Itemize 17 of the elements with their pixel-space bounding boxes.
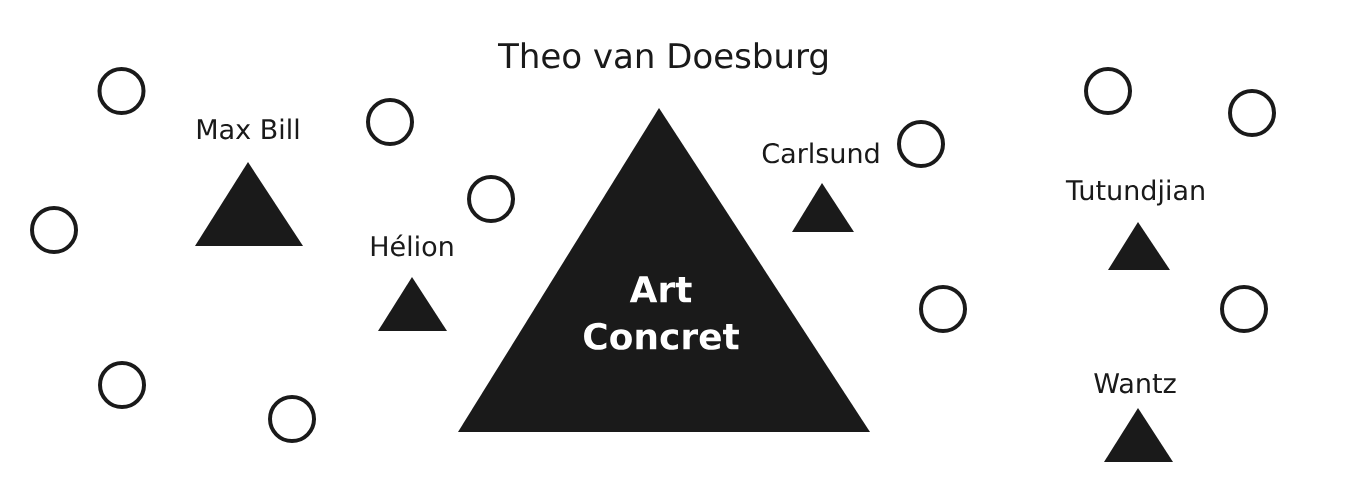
circle — [366, 98, 414, 146]
name-label: Tutundjian — [1065, 179, 1204, 206]
circle — [30, 206, 78, 254]
circle — [1084, 67, 1132, 115]
circle — [897, 120, 945, 168]
circle — [268, 395, 316, 443]
name-label: Carlsund — [762, 142, 879, 164]
circle — [1228, 89, 1276, 137]
name-label: Wantz — [1094, 373, 1176, 394]
name-label: Hélion — [371, 234, 453, 257]
name-label: Max Bill — [197, 118, 299, 140]
circle — [467, 175, 515, 223]
name-label: Theo van Doesburg — [498, 42, 827, 76]
circle — [98, 361, 146, 409]
circle — [97, 67, 146, 115]
circle — [1220, 285, 1268, 333]
circle — [919, 285, 967, 333]
